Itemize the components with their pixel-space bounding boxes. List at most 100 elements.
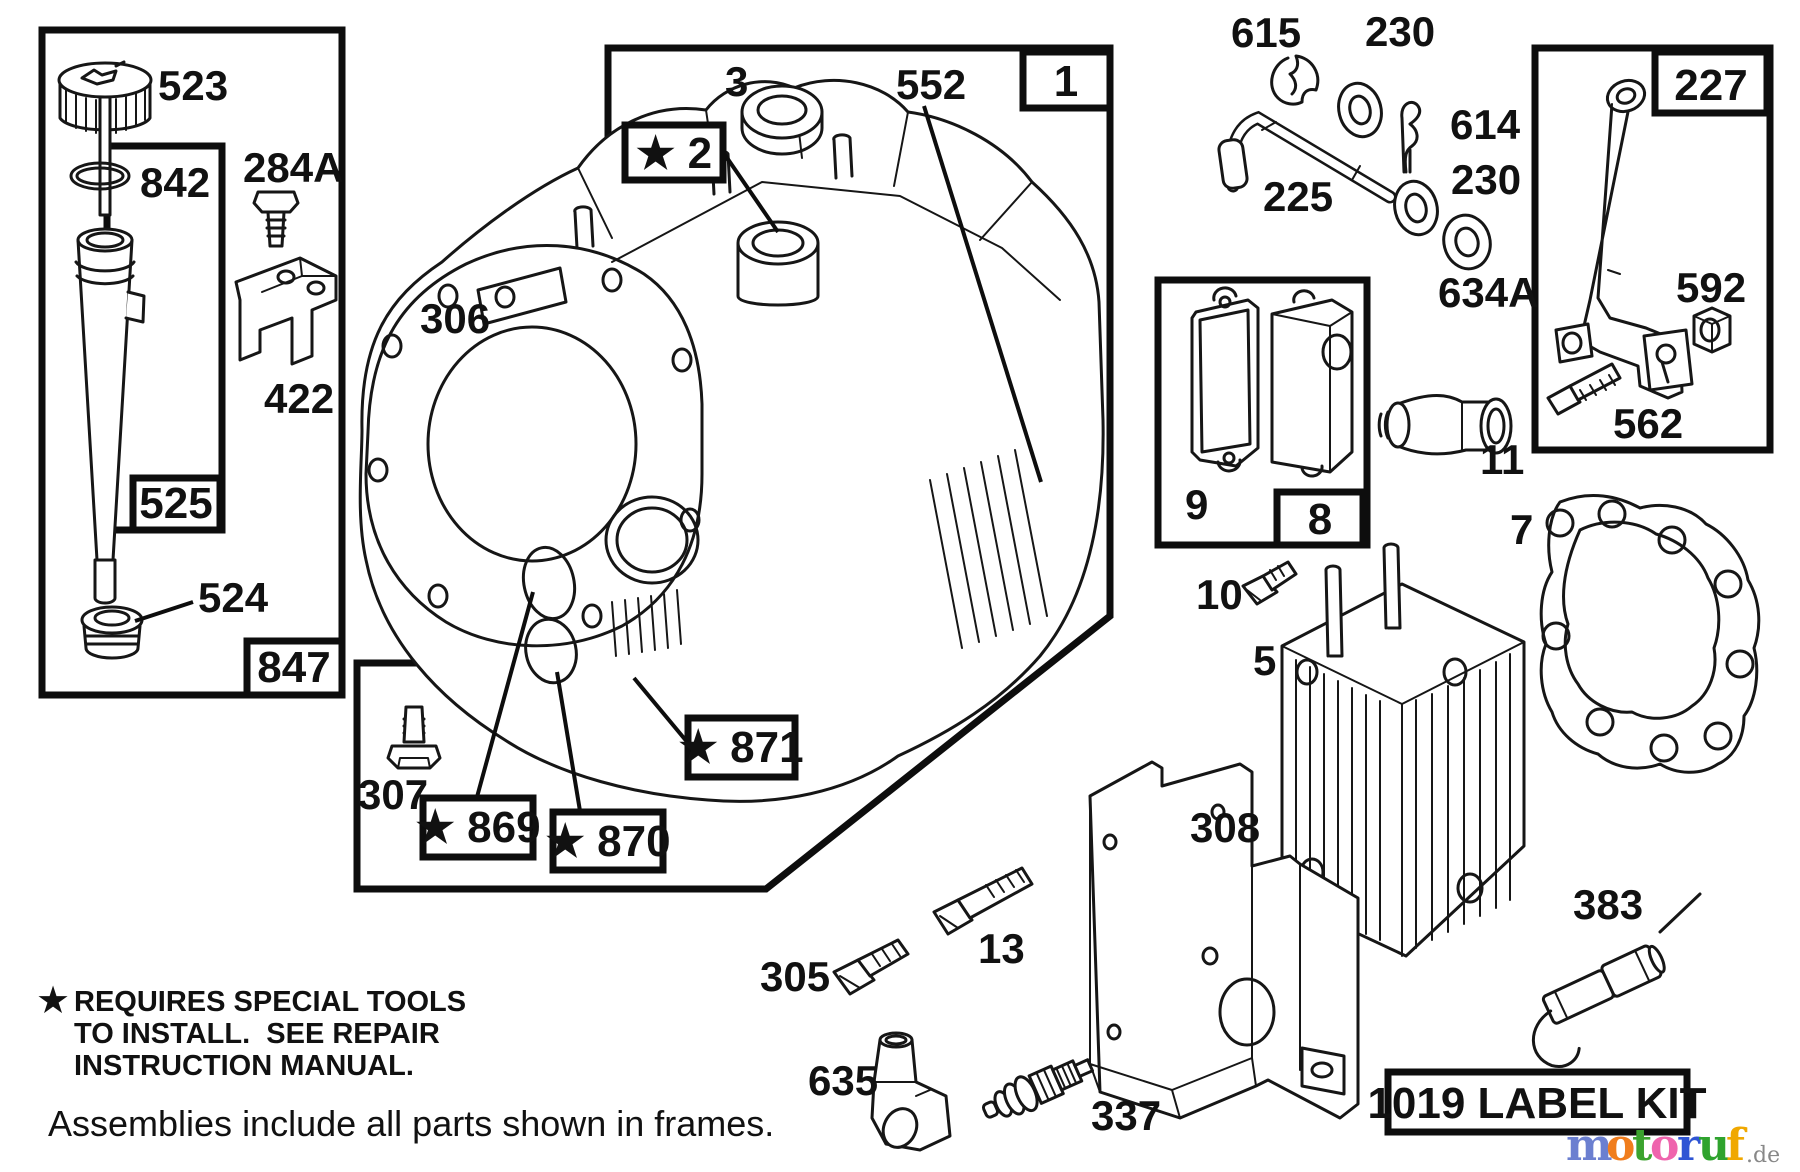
frame-governor-lever (1531, 44, 1774, 454)
footnote-line1: REQUIRES SPECIAL TOOLS (74, 986, 466, 1018)
logo-letter-t: t (1632, 1120, 1653, 1171)
washer-230-upper-art (1337, 81, 1383, 139)
part-422-label: 422 (264, 375, 334, 422)
frame-227-label: 227 (1674, 61, 1747, 110)
oil-cap-523-art (57, 60, 153, 217)
screw-284A-art (252, 190, 300, 248)
part-552-label: 552 (896, 61, 966, 108)
label-box-227: 227 (1651, 48, 1771, 117)
bolt-305-art (832, 938, 910, 996)
bolt-307-art (386, 705, 442, 770)
washer-230-lower-art (1393, 179, 1439, 237)
part-10-label: 10 (1196, 571, 1243, 618)
part-871-label: ★ 871 (678, 723, 803, 772)
part-634A-label: 634A (1438, 269, 1538, 316)
part-9-label: 9 (1185, 481, 1208, 528)
part-305-label: 305 (760, 953, 830, 1000)
special-tools-star-icon: ★ (36, 980, 70, 1022)
part-230-lower-label: 230 (1451, 156, 1521, 203)
part-13-label: 13 (978, 925, 1025, 972)
assemblies-note: Assemblies include all parts shown in fr… (48, 1103, 774, 1144)
part-524-label: 524 (198, 574, 269, 621)
part-614-label: 614 (1450, 101, 1521, 148)
heat-shield-308-art (1088, 760, 1360, 1120)
label-box-star871: ★ 871 (678, 714, 804, 781)
logo-letter-o2: o (1650, 1120, 1679, 1171)
crankcase-art (358, 78, 1105, 803)
part-3-label: 3 (725, 58, 748, 105)
label-box-1: 1 (1019, 48, 1114, 112)
elbow-635-art (870, 1031, 952, 1152)
bracket-422-art (234, 256, 338, 366)
part-870-label: ★ 870 (545, 817, 670, 866)
spark-plug-337-art (981, 1058, 1094, 1119)
o-ring-842-art (69, 161, 131, 191)
part-308-label: 308 (1190, 804, 1260, 851)
part-306-label: 306 (420, 295, 490, 342)
part-230-upper-label: 230 (1365, 8, 1435, 55)
leader-552 (922, 105, 1043, 483)
leader-869 (475, 591, 535, 798)
rod-225-art (1217, 110, 1397, 204)
cotter-pin-614-art (1400, 101, 1422, 174)
logo-letter-u: u (1698, 1120, 1730, 1171)
part-592-label: 592 (1676, 264, 1746, 311)
footnote-line3: INSTRUCTION MANUAL. (74, 1050, 414, 1082)
part-635-label: 635 (808, 1057, 878, 1104)
part-337-label: 337 (1091, 1092, 1161, 1139)
nut-592-art (1692, 306, 1732, 354)
leader-870 (555, 671, 582, 812)
screw-10-art (1241, 560, 1298, 606)
part-842-label: 842 (140, 159, 210, 206)
label-kit-text: 1019 LABEL KIT (1367, 1079, 1706, 1128)
dipstick-tube-art (74, 227, 146, 605)
logo-letter-m: m (1566, 1120, 1613, 1171)
governor-lever-art (1554, 78, 1694, 400)
leader-star2 (721, 150, 780, 234)
logo-suffix: .de (1746, 1143, 1780, 1168)
leader-871 (632, 676, 690, 745)
leader-524 (134, 600, 194, 623)
label-box-525: 525 (129, 474, 224, 534)
washer-634A-art (1442, 213, 1492, 271)
label-box-8: 8 (1273, 488, 1367, 549)
part-307-label: 307 (358, 771, 428, 818)
drain-valve-383-art (1531, 892, 1702, 1068)
frame-8-label: 8 (1308, 495, 1332, 544)
frame-breather (1154, 276, 1371, 549)
frame-1-label: 1 (1054, 57, 1078, 106)
part-869-label: ★ 869 (415, 803, 540, 852)
gasket-9-art (1190, 286, 1260, 473)
label-box-star2: ★ 2 (621, 121, 727, 184)
plug-524-art (80, 605, 144, 660)
label-box-847: 847 (243, 637, 346, 699)
part-11-label: 11 (1480, 436, 1524, 483)
label-box-1019-label-kit: 1019 LABEL KIT (1367, 1068, 1707, 1136)
breather-tube-11-art (1377, 394, 1513, 456)
bolt-13-art (932, 866, 1034, 936)
special-tools-note: ★ REQUIRES SPECIAL TOOLS TO INSTALL. SEE… (36, 980, 466, 1082)
part-2-label: ★ 2 (636, 129, 712, 178)
part-5-label: 5 (1253, 637, 1276, 684)
oil-seal-3-art (740, 84, 824, 156)
part-615-label: 615 (1231, 9, 1301, 56)
label-box-star870: ★ 870 (545, 808, 671, 874)
frame-525-label: 525 (139, 479, 212, 528)
part-562-label: 562 (1613, 400, 1683, 447)
frame-847-label: 847 (257, 643, 330, 692)
logo-letter-r: r (1677, 1120, 1701, 1171)
part-383-label: 383 (1573, 881, 1643, 928)
part-225-label: 225 (1263, 173, 1333, 220)
logo-letter-o1: o (1606, 1120, 1635, 1171)
footnote-line2: TO INSTALL. SEE REPAIR (74, 1018, 440, 1050)
svg-text:motoruf: motoruf (1566, 1120, 1748, 1171)
part-284A-label: 284A (243, 144, 343, 191)
part-7-label: 7 (1510, 506, 1533, 553)
logo-letter-f: f (1726, 1120, 1748, 1171)
label-box-star869: ★ 869 (415, 794, 541, 861)
motoruf-logo[interactable]: motoruf .de (1566, 1120, 1780, 1171)
cylinder-head-5-art (1280, 542, 1526, 958)
breather-plate-8-art (1270, 289, 1354, 478)
part-523-label: 523 (158, 62, 228, 109)
